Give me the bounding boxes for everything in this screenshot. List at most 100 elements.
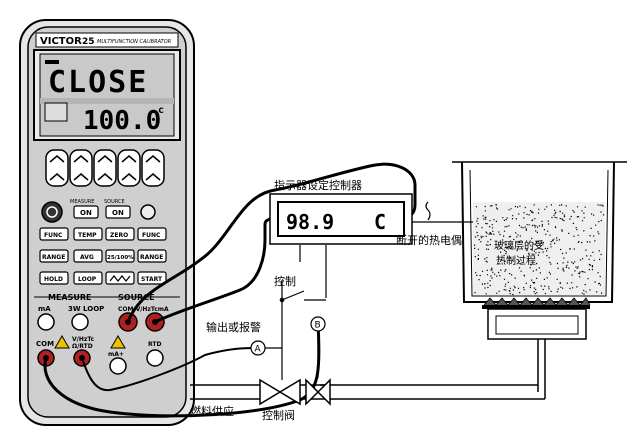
arrow-button-2[interactable] [69, 149, 93, 187]
source-label-small: SOURCE [104, 199, 125, 205]
loop-button[interactable] [73, 271, 103, 285]
fuel-supply-label: 燃料供应 [190, 404, 234, 418]
func-button-left[interactable] [39, 227, 69, 241]
lcd-mode-box [44, 102, 68, 122]
glass-speckle [474, 204, 605, 296]
step-label: 25/100% [107, 255, 134, 261]
lcd-bottom-readout: 100.0 [83, 106, 161, 136]
step-button[interactable] [105, 249, 135, 263]
alarm-line [262, 298, 283, 349]
control-valve-right-1 [278, 378, 301, 406]
furnace: 玻璃层的受 热制过程 [452, 161, 627, 392]
avg-button[interactable] [73, 249, 103, 263]
hold-button[interactable] [39, 271, 69, 285]
furnace-label-2: 热制过程 [496, 254, 536, 267]
hold-label: HOLD [44, 276, 63, 283]
com-jack-label: COM [36, 340, 54, 348]
start-button[interactable] [137, 271, 167, 285]
control-valve-label: 控制阀 [262, 408, 295, 422]
backlight-button[interactable] [140, 204, 156, 220]
lcd-top-readout: CLOSE [48, 65, 148, 100]
range-label-right: RANGE [140, 254, 163, 261]
indicator-display [277, 201, 405, 237]
wires [43, 162, 495, 418]
source-on-button[interactable] [105, 205, 131, 219]
power-button[interactable] [41, 201, 63, 223]
chevron-up-icon [97, 155, 113, 181]
arrow-button-1[interactable] [45, 149, 69, 187]
switch-blade [281, 290, 305, 301]
glass-melt [473, 202, 605, 295]
meter-subtitle: MULTIFUNCTION CALIBRATOR [97, 39, 171, 45]
point-a-marker [250, 340, 266, 356]
chevron-up-icon [49, 155, 65, 181]
thermocouple-label: 断开的热电偶 [396, 233, 462, 247]
chevron-up-icon [73, 155, 89, 181]
start-label: START [141, 276, 163, 283]
func-button-right[interactable] [137, 227, 167, 241]
ma-jack[interactable] [37, 313, 55, 331]
source-on-label: ON [112, 209, 124, 217]
rtd-source-jack[interactable] [146, 349, 164, 367]
source-lead-top [126, 162, 417, 323]
source-section-label: SOURCE [118, 293, 155, 302]
thermocouple-break-icon [425, 201, 431, 221]
zero-label: ZERO [110, 232, 128, 239]
point-a-label: A [255, 345, 262, 355]
control-valve-left-1 [259, 378, 282, 406]
arrow-button-5[interactable] [141, 149, 165, 187]
burner-inner [495, 315, 579, 335]
fuel-line [190, 339, 546, 406]
arrow-button-3[interactable] [93, 149, 117, 187]
range-button-left[interactable] [39, 249, 69, 263]
ma-plus-jack-label: mA+ [108, 351, 124, 358]
measure-com-lead [43, 319, 321, 418]
rtd-jack-label: Ω/RTD [72, 343, 93, 350]
lcd-unit: c [158, 105, 164, 116]
ramp-wave-icon [109, 275, 131, 282]
point-b-marker [310, 316, 326, 332]
arrow-button-4[interactable] [117, 149, 141, 187]
range-button-right[interactable] [137, 249, 167, 263]
furnace-vessel-inner [469, 169, 609, 297]
source-lead-bottom [154, 216, 281, 324]
control-valve-right-2 [316, 378, 331, 406]
measure-on-label: ON [80, 209, 92, 217]
avg-label: AVG [80, 254, 94, 261]
meter-header [35, 32, 179, 48]
ma-plus-jack[interactable] [109, 357, 127, 375]
point-b-label: B [315, 321, 321, 331]
temp-button[interactable] [73, 227, 103, 241]
flame-icon [483, 297, 591, 306]
power-icon [46, 206, 58, 218]
switch-pivot [279, 297, 285, 303]
model-number: 25 [82, 37, 95, 47]
zero-button[interactable] [105, 227, 135, 241]
source-jacks-label: COM V/HzTcmA [118, 306, 169, 313]
range-label-left: RANGE [42, 254, 65, 261]
func-label-right: FUNC [142, 232, 161, 239]
indicator-controller: 指示器设定控制器 98.9 C [269, 178, 413, 245]
warning-icon [110, 335, 126, 349]
lcd-screen [39, 53, 175, 137]
measure-section-label: MEASURE [48, 293, 92, 302]
chevron-up-icon [145, 155, 161, 181]
output-alarm-label: 输出或报警 [206, 320, 261, 334]
func-label-left: FUNC [44, 232, 63, 239]
chevron-up-icon [121, 155, 137, 181]
brand-logo: VICTOR [40, 36, 82, 47]
function-buttons: FUNC TEMP ZERO FUNC RANGE AVG 25/100% RA… [39, 227, 167, 285]
indicator-title: 指示器设定控制器 [274, 178, 362, 192]
loop-label: LOOP [78, 276, 97, 283]
measure-on-button[interactable] [73, 205, 99, 219]
warning-icon [54, 335, 70, 349]
temp-label: TEMP [78, 232, 97, 239]
jack-panel: COM V/HzTc Ω/RTD mA+ RTD [36, 312, 165, 375]
calibrator-meter: VICTOR 25 MULTIFUNCTION CALIBRATOR CLOSE… [19, 19, 195, 426]
measure-label-small: MEASURE [70, 199, 94, 205]
control-valve-left-2 [305, 378, 320, 406]
loop-jack[interactable] [71, 313, 89, 331]
indicator-unit: C [374, 210, 386, 234]
lcd-divider [40, 98, 174, 104]
loop3w-jack-label: 3W LOOP [68, 305, 104, 313]
